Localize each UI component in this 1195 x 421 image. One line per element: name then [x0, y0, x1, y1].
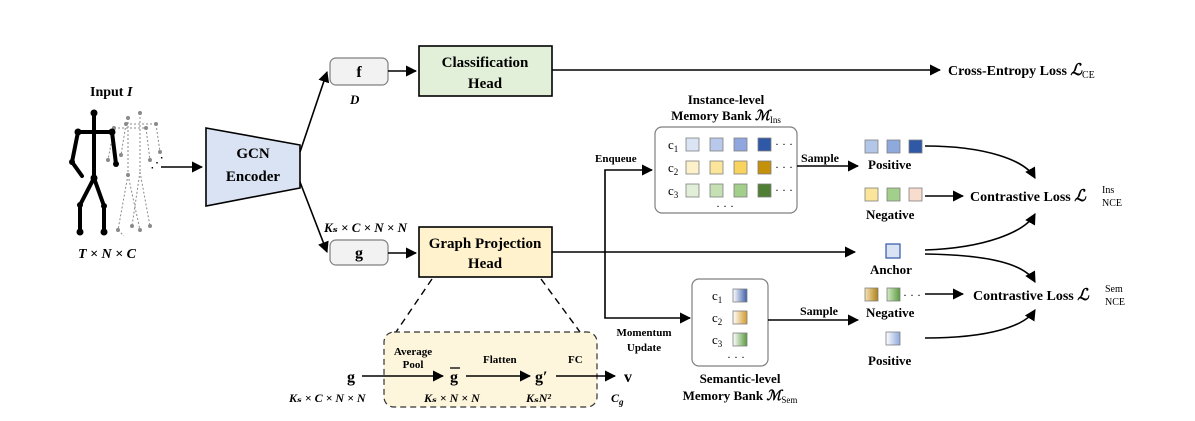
contrastive-sem-sub: NCE — [1105, 297, 1125, 308]
detail-g-in: g — [347, 369, 355, 386]
semantic-memory-bank — [691, 278, 769, 367]
ins-cell-3-4 — [757, 183, 772, 198]
sem-bank-title-1: Semantic-level — [700, 371, 781, 386]
fc-label: FC — [568, 354, 583, 366]
detail-v-dim: Cg — [611, 391, 624, 407]
negative-bottom-ellipsis: · · · — [903, 288, 921, 302]
positive-top-samples — [864, 139, 923, 154]
arrow-pos-ins — [924, 145, 1036, 179]
avg-pool-label-1: Average — [394, 346, 432, 358]
negative-bottom-label: Negative — [866, 305, 915, 320]
contrastive-loss-ins: Contrastive Loss ℒ — [970, 188, 1087, 205]
anchor-sample — [885, 243, 901, 259]
ins-cell-2-2 — [709, 160, 724, 175]
cls-head-label-2: Head — [468, 76, 503, 92]
projection-detail-panel — [383, 331, 598, 408]
cls-head-label-1: Classification — [442, 55, 529, 71]
contrastive-sem-sup: Sem — [1105, 284, 1123, 295]
sem-row-label-3: c3 — [712, 332, 723, 349]
graph-projection-head — [418, 226, 553, 278]
detail-g-in-dim: Kₛ × C × N × N — [288, 391, 367, 405]
proj-head-label-2: Head — [468, 256, 503, 272]
ins-bank-title-2: Memory Bank ℳIns — [671, 108, 781, 125]
sem-cell-2 — [732, 310, 748, 325]
f-dim: D — [349, 92, 360, 107]
ins-cell-2-1 — [685, 160, 700, 175]
ins-cell-3-3 — [733, 183, 748, 198]
ins-cell-1-4 — [757, 137, 772, 152]
ins-cell-3-1 — [685, 183, 700, 198]
detail-g-bar: g — [450, 369, 458, 386]
sem-row-label-1: c1 — [712, 288, 722, 305]
avg-pool-label-2: Pool — [403, 359, 424, 371]
detail-v: v — [624, 369, 632, 386]
ins-cell-2-3 — [733, 160, 748, 175]
semantic-bank-rows: c1 c2 c3 · · · — [712, 288, 748, 364]
proj-head-label-1: Graph Projection — [429, 236, 542, 252]
f-label: f — [356, 64, 362, 81]
arrow-momentum — [604, 252, 692, 324]
positive-top-label: Positive — [868, 157, 912, 172]
arrow-pos-sem — [924, 309, 1036, 339]
negative-top-label: Negative — [866, 207, 915, 222]
arrow-encoder-g — [299, 181, 329, 254]
ins-row-label-1: c1 — [668, 137, 678, 154]
ins-cell-1-1 — [685, 137, 700, 152]
sem-vdots: · · · — [727, 350, 745, 364]
ins-cell-1-2 — [709, 137, 724, 152]
ce-loss-label: Cross-Entropy Loss ℒCE — [948, 62, 1095, 81]
ins-cell-1-3 — [733, 137, 748, 152]
instance-bank-rows: c1 · · · c2 · · · c3 · · · · · · — [668, 137, 793, 213]
skeleton-figure — [69, 109, 162, 237]
encoder-label-2: Encoder — [226, 169, 281, 185]
momentum-label-1: Momentum — [617, 327, 672, 339]
negative-bottom-samples — [864, 287, 901, 302]
anchor-label: Anchor — [870, 262, 912, 277]
contrastive-ins-sup: Ins — [1102, 185, 1114, 196]
ins-row-ellipsis-3: · · · — [775, 183, 793, 197]
arrow-encoder-f — [299, 70, 330, 153]
ins-bank-title-1: Instance-level — [688, 92, 765, 107]
encoder-label-1: GCN — [236, 146, 270, 162]
positive-bottom-label: Positive — [868, 353, 912, 368]
ins-row-label-3: c3 — [668, 183, 679, 200]
detail-g-prime-dim: KₛN² — [525, 391, 551, 405]
arrow-enqueue — [604, 164, 654, 252]
ins-vdots: · · · — [716, 199, 734, 213]
ins-cell-2-4 — [757, 160, 772, 175]
sample-bottom-label: Sample — [800, 304, 839, 318]
zoom-line-left — [395, 278, 433, 333]
detail-g-prime: g′ — [535, 369, 548, 386]
flatten-label: Flatten — [483, 354, 517, 366]
ins-row-ellipsis-1: · · · — [775, 137, 793, 151]
arrow-anchor-sem — [924, 253, 1036, 283]
contrastive-loss-sem: Contrastive Loss ℒ — [973, 287, 1090, 304]
negative-top-samples — [864, 187, 923, 202]
momentum-label-2: Update — [627, 342, 661, 354]
ins-cell-3-2 — [709, 183, 724, 198]
skeleton-dots: ⋰ — [150, 156, 164, 171]
enqueue-label: Enqueue — [595, 153, 637, 165]
ins-row-label-2: c2 — [668, 160, 678, 177]
gcn-encoder — [205, 127, 301, 207]
ins-row-ellipsis-2: · · · — [775, 160, 793, 174]
arrow-anchor-ins — [924, 213, 1036, 251]
input-shape: T × N × C — [78, 247, 137, 262]
sample-top-label: Sample — [801, 151, 840, 165]
zoom-line-right — [540, 278, 581, 333]
classification-head — [418, 45, 553, 97]
g-label: g — [355, 245, 363, 262]
detail-g-bar-dim: Kₛ × N × N — [423, 391, 481, 405]
positive-bottom-sample — [885, 331, 901, 346]
input-title: Input I — [90, 85, 133, 100]
sem-bank-title-2: Memory Bank ℳSem — [683, 388, 798, 405]
g-dim: Kₛ × C × N × N — [323, 220, 408, 235]
sem-cell-3 — [732, 332, 748, 347]
sem-cell-1 — [732, 288, 748, 303]
sem-row-label-2: c2 — [712, 310, 722, 327]
contrastive-ins-sub: NCE — [1102, 198, 1122, 209]
